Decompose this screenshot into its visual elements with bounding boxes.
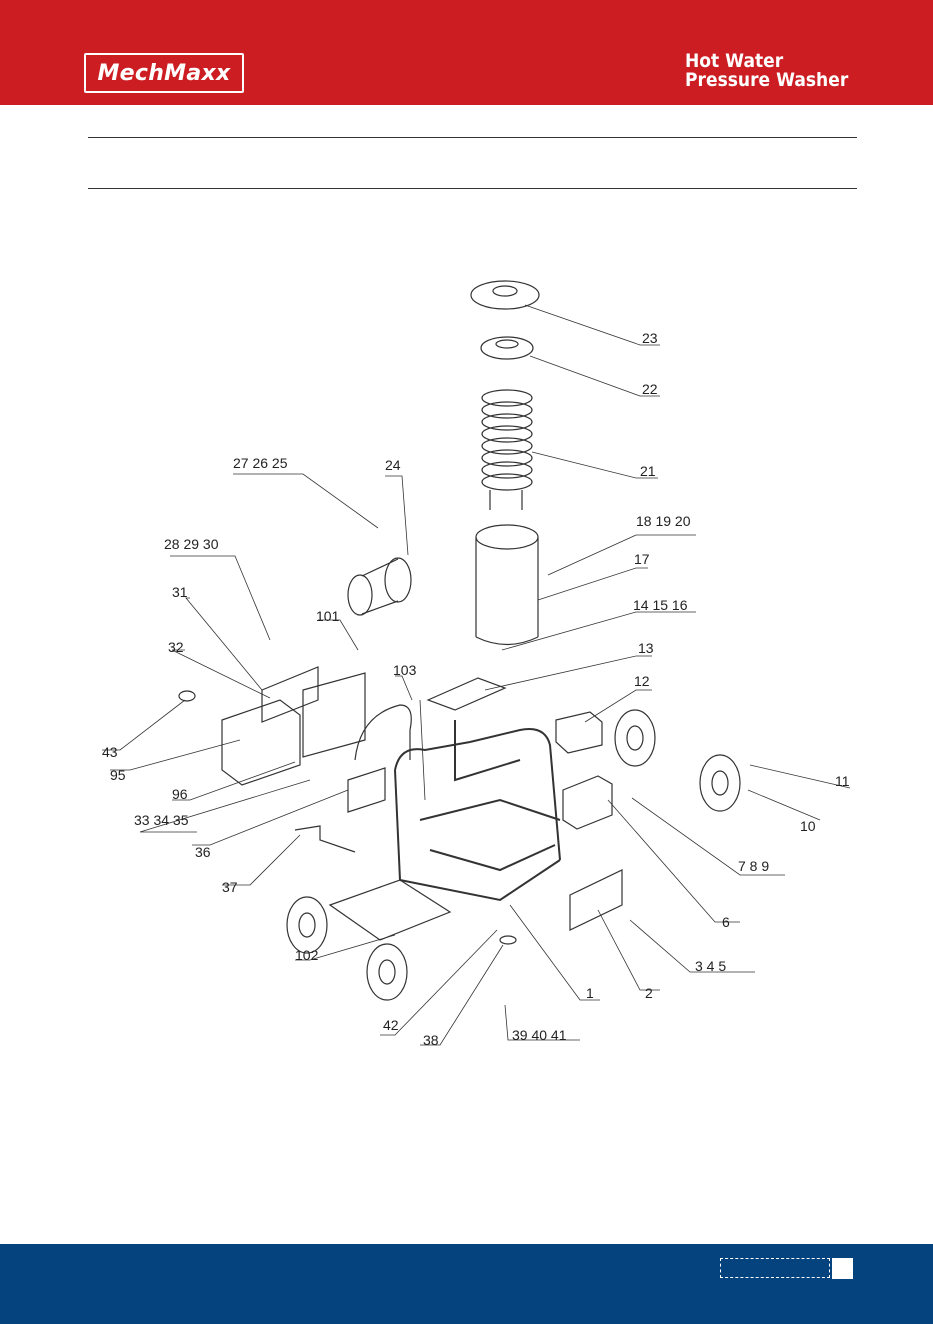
wheel-front-right <box>615 710 655 766</box>
boiler-cylinder <box>476 525 538 645</box>
label-31: 31 <box>172 584 188 600</box>
control-box <box>563 776 612 829</box>
label-21: 21 <box>640 463 656 479</box>
wheel-front-left <box>287 897 327 953</box>
label-28-30: 28 29 30 <box>164 536 219 552</box>
top-cover <box>471 281 539 309</box>
label-39-41: 39 40 41 <box>512 1027 567 1043</box>
label-25-27: 27 26 25 <box>233 455 288 471</box>
battery <box>556 712 602 753</box>
tank-cap <box>179 691 195 701</box>
page-marker <box>832 1258 853 1279</box>
top-rule <box>88 137 857 138</box>
exploded-parts-diagram: 23 22 21 18 19 20 17 14 15 16 13 12 11 1… <box>0 190 933 1090</box>
label-33-35: 33 34 35 <box>134 812 189 828</box>
title-line-2: Pressure Washer <box>685 71 829 90</box>
label-13: 13 <box>638 640 654 656</box>
top-cover-hole <box>493 286 517 296</box>
label-95: 95 <box>110 767 126 783</box>
label-32: 32 <box>168 639 184 655</box>
fuel-tank <box>222 700 300 785</box>
side-panel-31 <box>262 667 318 722</box>
leader-lines <box>102 305 850 1045</box>
label-6: 6 <box>722 914 730 930</box>
main-frame <box>395 720 560 900</box>
wheel-rear-right <box>700 755 740 811</box>
label-18-20: 18 19 20 <box>636 513 691 529</box>
label-1: 1 <box>586 985 594 1001</box>
wheel-rear-left <box>367 944 407 1000</box>
label-102: 102 <box>295 947 319 963</box>
label-11: 11 <box>835 773 850 789</box>
footer-bar <box>0 1244 933 1324</box>
label-24: 24 <box>385 457 401 473</box>
panel-101 <box>303 673 365 757</box>
coil-ring-hole <box>496 340 518 348</box>
support-plate <box>428 678 505 710</box>
spray-gun <box>295 826 355 852</box>
label-37: 37 <box>222 879 238 895</box>
label-103: 103 <box>393 662 417 678</box>
label-14-16: 14 15 16 <box>633 597 688 613</box>
label-96: 96 <box>172 786 188 802</box>
label-23: 23 <box>642 330 658 346</box>
label-2: 2 <box>645 985 653 1001</box>
bottom-rule <box>88 188 857 189</box>
caster <box>500 936 516 944</box>
part-labels: 23 22 21 18 19 20 17 14 15 16 13 12 11 1… <box>102 330 850 1048</box>
label-3-5: 3 4 5 <box>695 958 726 974</box>
rear-panel <box>570 870 622 930</box>
heating-coil <box>482 390 532 510</box>
page-number-box <box>720 1258 830 1278</box>
label-12: 12 <box>634 673 650 689</box>
label-17: 17 <box>634 551 650 567</box>
label-101: 101 <box>316 608 340 624</box>
brand-logo: MechMaxx <box>84 53 244 93</box>
bracket-36 <box>348 768 385 812</box>
label-10: 10 <box>800 818 816 834</box>
bottom-tray <box>330 880 450 940</box>
brand-logo-text: MechMaxx <box>97 61 230 86</box>
label-7-9: 7 8 9 <box>738 858 769 874</box>
hose-103 <box>355 705 411 760</box>
label-36: 36 <box>195 844 211 860</box>
label-38: 38 <box>423 1032 439 1048</box>
label-42: 42 <box>383 1017 399 1033</box>
document-title: Hot Water Pressure Washer <box>685 52 829 90</box>
label-43: 43 <box>102 744 118 760</box>
label-22: 22 <box>642 381 658 397</box>
header-bar: MechMaxx Hot Water Pressure Washer <box>0 0 933 105</box>
hose-reel <box>348 558 411 615</box>
